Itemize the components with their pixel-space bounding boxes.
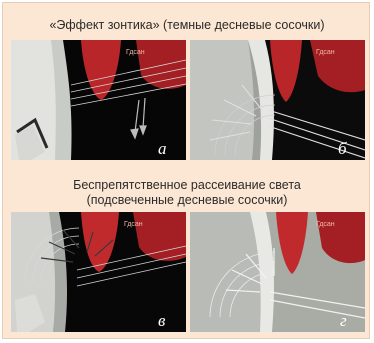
panel-v-gum-text: Гдсан [124, 221, 143, 229]
panel-g-illustration [190, 212, 365, 332]
panel-a-gum-text: Гдсан [126, 49, 145, 57]
caption-scatter-line1: Беспрепятственное рассеивание света [0, 178, 374, 193]
panel-v-label: в [158, 312, 165, 329]
panel-g-gum-text: Гдсан [316, 221, 335, 229]
panel-g-label: г [340, 312, 347, 329]
panel-b-label: б [338, 140, 347, 157]
panel-b-gum-text: Гдсан [316, 49, 335, 57]
caption-umbrella-effect: «Эффект зонтика» (темные десневые сосочк… [0, 18, 374, 33]
panel-a-label: а [158, 140, 167, 157]
caption-scatter-line2: (подсвеченные десневые сосочки) [0, 193, 374, 208]
